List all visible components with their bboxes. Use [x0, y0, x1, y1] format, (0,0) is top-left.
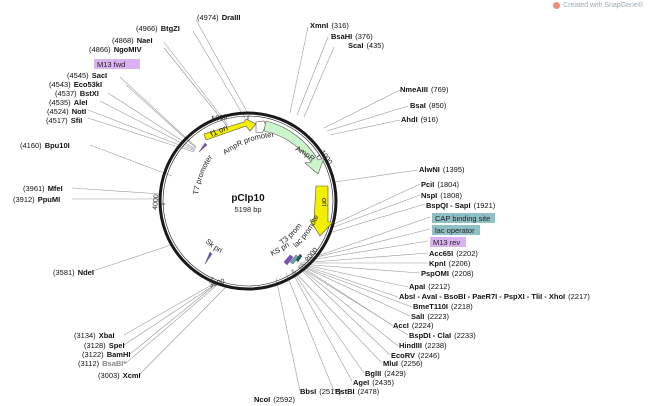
snapgene-watermark: Created with SnapGene® [553, 2, 643, 9]
f1-ori-label: f1 ori [209, 123, 229, 139]
ampr-promoter-label: AmpR promoter [221, 130, 275, 157]
m13-fwd-label: M13 fwd [97, 60, 125, 69]
site-bspqi-sapi: BspQI - SapI(1921) [426, 201, 496, 210]
t7-promoter-label: T7 promoter [191, 153, 214, 195]
snapgene-logo-icon [553, 2, 561, 9]
site-bstxi: (4537)BstXI [55, 89, 99, 98]
cap-binding-site-box [432, 213, 495, 223]
leader-lines [71, 19, 431, 392]
cap-site-mark [295, 253, 303, 263]
site-ppumi: (3912)PpuMI [13, 195, 60, 204]
site-bsabi: (3112)BsaBI* [78, 359, 126, 368]
site-nspi: NspI(1808) [421, 191, 462, 200]
site-absi-xhoi: AbsI - AvaI - BsoBI - PaeR7I - PspXI - T… [399, 292, 590, 301]
site-spei: (3128)SpeI [84, 341, 125, 350]
site-bamhi: (3122)BamHI [82, 350, 130, 359]
site-xcmi: (3003)XcmI [98, 371, 141, 380]
site-bsahi: BsaHI(376) [331, 32, 373, 41]
site-pcii: PciI(1804) [421, 180, 460, 189]
plasmid-backbone [158, 111, 338, 291]
site-acci: AccI(2224) [393, 321, 434, 330]
site-kpni: KpnI(2206) [429, 259, 471, 268]
site-btgzi: (4966)BtgZI [136, 24, 180, 33]
lac-operator-box [432, 225, 480, 235]
site-sfii: (4517)SfiI [46, 116, 82, 125]
ori-label: ori [320, 198, 329, 207]
site-ndei: (3581)NdeI [53, 268, 94, 277]
site-bstbi: BstBI(2478) [335, 387, 380, 396]
f1-ori-arrow [203, 118, 257, 141]
site-pspomi: PspOMI(2208) [421, 269, 474, 278]
cap-binding-site-label: CAP binding site [435, 214, 490, 223]
site-mfei: (3961)MfeI [23, 184, 63, 193]
site-bspdi-clai: BspDI - ClaI(2233) [409, 331, 476, 340]
site-bmet110i: BmeT110I(2218) [413, 302, 473, 311]
lac-operator-label: lac operator [435, 226, 475, 235]
tick-label-4000: 4000 [152, 194, 160, 210]
site-bsai: BsaI(850) [410, 101, 447, 110]
plasmid-name: pCIp10 [231, 193, 265, 204]
site-hindiii: HindIII(2238) [399, 341, 447, 350]
watermark-text: Created with SnapGene® [563, 2, 643, 9]
site-agei: AgeI(2435) [353, 378, 394, 387]
ori-arrow [309, 185, 334, 237]
site-saci: (4545)SacI [67, 71, 107, 80]
m13-rev-mark [283, 254, 294, 266]
tick-label-3000: 3000 [209, 278, 226, 289]
site-alei: (4535)AleI [49, 98, 87, 107]
site-ahdi: AhdI(916) [401, 115, 439, 124]
site-noti: (4524)NotI [47, 107, 86, 116]
site-ecorv: EcoRV(2246) [391, 351, 440, 360]
site-scai: ScaI(435) [348, 41, 384, 50]
site-naei: (4868)NaeI [112, 36, 153, 45]
m13-fwd-mark [198, 142, 208, 153]
m13-rev-label: M13 rev [433, 238, 460, 247]
ampr-arrow [263, 120, 325, 175]
site-acc65i: Acc65I(2202) [429, 249, 478, 258]
tick-marks [161, 116, 321, 282]
site-mlui: MluI(2256) [383, 359, 423, 368]
site-sali: SalI(2223) [411, 312, 450, 321]
site-xbai: (3134)XbaI [74, 331, 115, 340]
m13-fwd-box [94, 59, 140, 69]
site-bglii: BglII(2429) [365, 369, 406, 378]
restriction-sites: (4974)DraIII (4966)BtgZI (4868)NaeI (486… [13, 13, 590, 404]
site-draiii: (4974)DraIII [197, 13, 240, 22]
site-ncoi: NcoI(2592) [254, 395, 295, 404]
site-ngomiv: (4866)NgoMIV [89, 45, 142, 54]
site-alwni: AlwNI(1395) [419, 165, 465, 174]
site-bbsi: BbsI(2517) [300, 387, 341, 396]
boxed-labels: M13 fwd CAP binding site lac operator M1… [94, 59, 495, 247]
site-xmni: XmnI(316) [310, 21, 349, 30]
site-eco53ki: (4543)Eco53kI [49, 80, 102, 89]
site-bpu10i: (4160)Bpu10I [20, 141, 70, 150]
m13-rev-box [430, 237, 466, 247]
tick-label-5000: 5000 [211, 114, 228, 123]
site-apai: ApaI(2212) [409, 282, 450, 291]
site-nmeaiii: NmeAIII(769) [400, 85, 449, 94]
small-feature-marks [198, 142, 303, 266]
sk-primer-mark [204, 251, 213, 265]
plasmid-size: 5198 bp [234, 205, 261, 214]
